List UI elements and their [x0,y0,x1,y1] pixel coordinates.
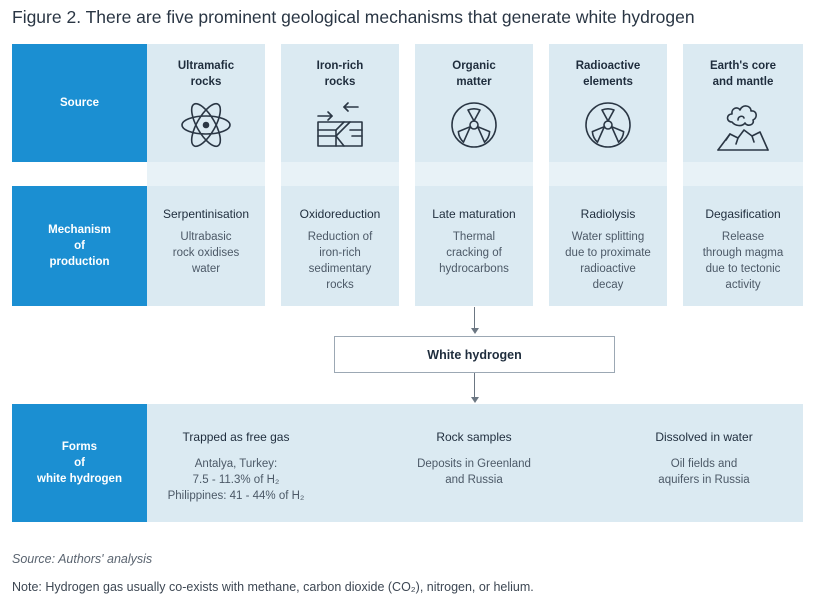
arrow-head-top [470,328,479,334]
radiation-icon [585,102,631,148]
form-title: Rock samples [436,430,512,444]
forms-row-label: Forms of white hydrogen [12,404,147,522]
white-hydrogen-label: White hydrogen [427,347,522,362]
rock-layers-icon [317,102,363,147]
gap [399,162,415,186]
mechanism-row-label: Mechanism of production [12,186,147,306]
mechanism-cell-5 [683,186,803,306]
mechanism-cell-3 [415,186,533,306]
arrow-head-bottom [470,397,479,403]
gap [533,162,549,186]
mechanism-cell-1 [147,186,265,306]
mechanism-cell-4 [549,186,667,306]
mechanism-title: Radiolysis [580,207,636,221]
mechanism-title: Oxidoreduction [299,207,381,221]
form-free-gas: Trapped as free gas Antalya, Turkey:7.5 … [147,429,325,504]
figure-title: Figure 2. There are five prominent geolo… [12,7,695,27]
row-connector-stripe [147,162,803,186]
mechanism-title: Late maturation [432,207,516,221]
mechanism-title: Degasification [705,207,781,221]
source-cell-5 [683,44,803,162]
source-label-text: Source [60,97,99,109]
volcano-icon [717,105,769,151]
form-title: Trapped as free gas [182,430,290,444]
gap [265,162,281,186]
source-row-label: Source [12,44,147,162]
arrow-line-bottom [474,373,476,397]
gap [667,162,683,186]
source-note: Source: Authors' analysis [12,552,153,566]
arrow-line-top [474,307,476,328]
footnote: Note: Hydrogen gas usually co-exists wit… [12,580,534,594]
mechanism-title: Serpentinisation [162,207,250,221]
mechanism-cell-2 [281,186,399,306]
source-cell-2 [281,44,399,162]
atom-icon [181,102,231,148]
white-hydrogen-box: White hydrogen [334,336,615,373]
radiation-icon [451,102,497,148]
source-cell-1 [147,44,265,162]
forms-band [147,404,803,522]
form-title: Dissolved in water [655,430,753,444]
